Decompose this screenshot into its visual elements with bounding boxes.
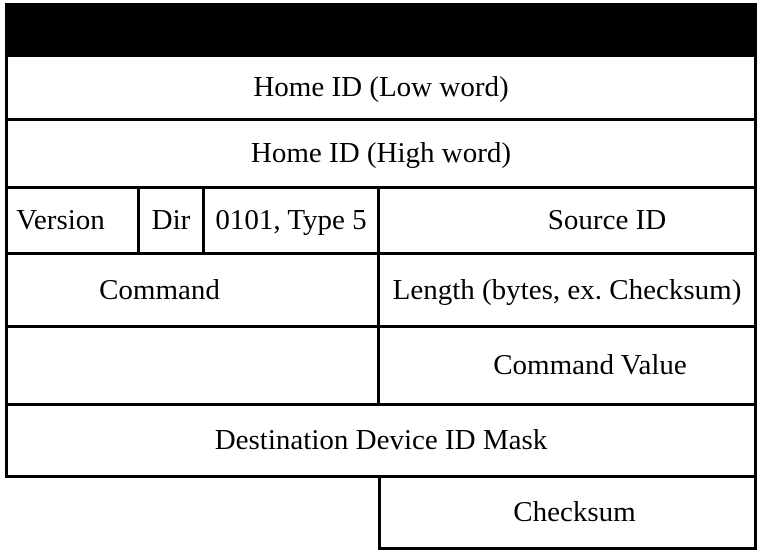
cell-command: Command bbox=[8, 255, 380, 325]
cell-version: Version bbox=[8, 189, 140, 252]
row-destination-mask: Destination Device ID Mask bbox=[8, 403, 754, 475]
row-home-id-high: Home ID (High word) bbox=[8, 118, 754, 186]
cell-checksum: Checksum bbox=[378, 478, 757, 550]
row-command-length: Command Length (bytes, ex. Checksum) bbox=[8, 252, 754, 325]
cell-home-id-high: Home ID (High word) bbox=[250, 137, 512, 169]
cell-frame-type: 0101, Type 5 bbox=[205, 189, 380, 252]
cell-home-id-low: Home ID (Low word) bbox=[253, 71, 509, 103]
cell-dir: Dir bbox=[140, 189, 205, 252]
cell-empty bbox=[8, 328, 380, 403]
frame-structure-table: Home ID (Low word) Home ID (High word) V… bbox=[5, 3, 757, 478]
cell-destination-device-id-mask: Destination Device ID Mask bbox=[214, 424, 548, 456]
black-header-bar bbox=[8, 6, 754, 54]
cell-length: Length (bytes, ex. Checksum) bbox=[392, 273, 742, 306]
cell-command-value: Command Value bbox=[493, 349, 687, 381]
cell-source-id: Source ID bbox=[547, 204, 667, 236]
row-home-id-low: Home ID (Low word) bbox=[8, 54, 754, 118]
row-frame-control: Version Dir 0101, Type 5 Source ID bbox=[8, 186, 754, 252]
row-command-value: Command Value bbox=[8, 325, 754, 403]
